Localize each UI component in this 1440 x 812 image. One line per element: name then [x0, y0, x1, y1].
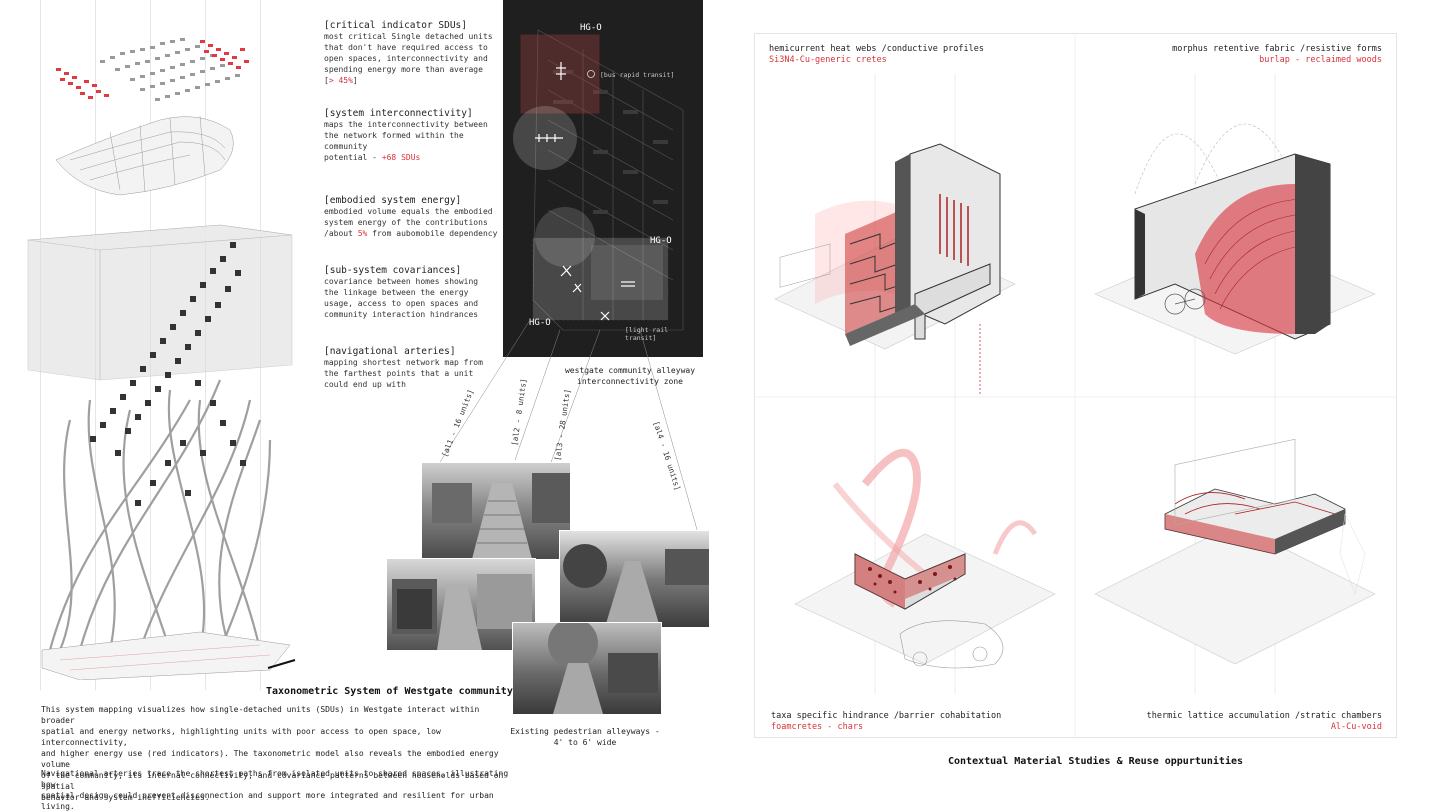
- highlight-value: +68 SDUs: [381, 153, 421, 162]
- indicator-critical: [critical indicator SDUs] most critical …: [324, 20, 494, 86]
- zone-circle: [535, 207, 595, 267]
- transit-node-icon: [587, 70, 595, 78]
- taxonometric-paragraph-2: Navigational arteries trace the shortest…: [41, 768, 511, 812]
- alley-photo-1: [421, 462, 571, 560]
- indicator-title: [critical indicator SDUs]: [324, 20, 467, 31]
- indicator-line: maps the interconnectivity between: [324, 120, 488, 129]
- highlight-prefix: /about: [324, 229, 358, 238]
- indicator-body: most critical Single detached units that…: [324, 31, 494, 86]
- map-caption: westgate community alleyway interconnect…: [560, 365, 700, 387]
- alley-photo-2: [559, 530, 710, 628]
- caption-line: interconnectivity zone: [577, 377, 683, 386]
- indicator-line: community: [324, 142, 368, 151]
- caption-line: Existing pedestrian alleyways -: [510, 727, 660, 736]
- caption-line: 4' to 6' wide: [553, 738, 617, 747]
- alley-photo-3: [386, 558, 536, 651]
- indicator-line: most critical Single detached units: [324, 32, 493, 41]
- base-plan: [41, 631, 291, 680]
- indicator-title: [system interconnectivity]: [324, 108, 473, 119]
- material-q4-sub: Al-Cu-void: [1330, 722, 1382, 732]
- indicator-cloud: [56, 38, 249, 101]
- indicator-embodied-energy: [embodied system energy] embodied volume…: [324, 195, 499, 239]
- indicator-line: embodied volume equals the embodied: [324, 207, 493, 216]
- caption-line: westgate community alleyway: [564, 366, 696, 375]
- indicator-line: the linkage between the energy: [324, 288, 469, 297]
- community-map: HG-O HG-O HG-O [bus rapid transit] [ligh…: [503, 0, 703, 357]
- indicator-body: mapping shortest network map from the fa…: [324, 357, 494, 390]
- indicator-line: usage, access to open spaces and: [324, 299, 479, 308]
- material-q1-sub: Si3N4-Cu-generic cretes: [769, 55, 887, 65]
- material-q1-label: hemicurrent heat webs /conductive profil…: [769, 44, 984, 54]
- material-q4-label: thermic lattice accumulation /stratic ch…: [1146, 711, 1382, 721]
- indicator-line: system energy of the contributions: [324, 218, 488, 227]
- paragraph-line: and higher energy use (red indicators). …: [41, 749, 499, 769]
- zone-box: [532, 237, 669, 321]
- indicator-line: the farthest points that a unit: [324, 369, 474, 378]
- indicator-arteries: [navigational arteries] mapping shortest…: [324, 346, 494, 390]
- indicator-interconnectivity: [system interconnectivity] maps the inte…: [324, 108, 494, 163]
- material-studies-panel: hemicurrent heat webs /conductive profil…: [754, 33, 1397, 738]
- indicator-line: open spaces, interconnectivity and: [324, 54, 488, 63]
- zone-box: [520, 34, 600, 114]
- indicator-title: [sub-system covariances]: [324, 265, 462, 276]
- indicator-title: [embodied system energy]: [324, 195, 462, 206]
- embodied-volume: [27, 224, 293, 381]
- paragraph-line: spatial design could prevent disconnecti…: [41, 791, 494, 811]
- indicator-body: covariance between homes showing the lin…: [324, 276, 494, 320]
- highlight-value: > 45%: [328, 76, 353, 85]
- indicator-line: spending energy more than average: [324, 65, 483, 74]
- indicator-highlight-line: potential - +68 SDUs: [324, 152, 494, 163]
- zone-label-hg2: HG-O: [650, 236, 672, 246]
- indicator-line: that don't have required access to: [324, 43, 488, 52]
- taxonometric-title: Taxonometric System of Westgate communit…: [266, 686, 513, 697]
- indicator-body: maps the interconnectivity between the n…: [324, 119, 494, 163]
- highlight-suffix: ]: [352, 76, 358, 85]
- bus-transit-label: [bus rapid transit]: [600, 71, 675, 79]
- alley-photo-4: [512, 622, 662, 715]
- conductive-profile-model: [774, 143, 1016, 394]
- indicator-title: [navigational arteries]: [324, 346, 456, 357]
- material-drawings: [755, 34, 1396, 737]
- taxonometric-model: [27, 38, 296, 680]
- highlight-prefix: potential -: [324, 153, 382, 162]
- north-arrow: [267, 659, 296, 669]
- indicator-line: the network formed within the: [324, 131, 464, 140]
- paragraph-line: This system mapping visualizes how singl…: [41, 705, 480, 725]
- indicator-line: covariance between homes showing: [324, 277, 479, 286]
- indicator-highlight-line: [> 45%]: [324, 75, 494, 86]
- highlight-suffix: from aubomobile dependency: [367, 229, 498, 238]
- indicator-line: community interaction hindrances: [324, 310, 479, 319]
- light-rail-label: [light rail transit]: [625, 326, 669, 342]
- zone-label-hg3: HG-O: [529, 318, 551, 328]
- terrain-mesh: [55, 115, 234, 196]
- stratic-chambers-model: [1094, 438, 1376, 665]
- leader-lines: [434, 319, 701, 541]
- barrier-cohabitation-model: [794, 448, 1056, 669]
- indicator-covariances: [sub-system covariances] covariance betw…: [324, 265, 494, 320]
- highlight-prefix: [: [324, 76, 329, 85]
- indicator-line: mapping shortest network map from: [324, 358, 483, 367]
- material-q2-sub: burlap - reclaimed woods: [1259, 55, 1382, 65]
- indicator-highlight-line: /about 5% from aubomobile dependency: [324, 228, 499, 239]
- map-drawing: [513, 29, 684, 331]
- unit-cluster: [90, 242, 246, 506]
- navigational-arteries: [48, 379, 272, 651]
- material-studies-caption: Contextual Material Studies & Reuse oppu…: [948, 756, 1244, 767]
- paragraph-line: Navigational arteries trace the shortest…: [41, 769, 509, 789]
- zone-box: [591, 245, 663, 300]
- paragraph-line: spatial and energy networks, highlightin…: [41, 727, 441, 747]
- retentive-fabric-model: [1094, 123, 1376, 355]
- material-q3-label: taxa specific hindrance /barrier cohabit…: [771, 711, 1002, 721]
- paragraph-line: behavior and system inefficiencies.: [41, 793, 210, 802]
- paragraph-line: of the community, its internal connectiv…: [41, 771, 504, 791]
- indicator-body: embodied volume equals the embodied syst…: [324, 206, 499, 239]
- taxonometric-paragraph-1: This system mapping visualizes how singl…: [41, 704, 511, 803]
- alleyway-caption: Existing pedestrian alleyways - 4' to 6'…: [505, 726, 665, 748]
- material-q2-label: morphus retentive fabric /resistive form…: [1172, 44, 1382, 54]
- highlight-value: 5%: [357, 229, 368, 238]
- zone-label-hg1: HG-O: [580, 23, 602, 33]
- material-q3-sub: foamcretes - chars: [771, 722, 864, 732]
- indicator-line: could end up with: [324, 380, 406, 389]
